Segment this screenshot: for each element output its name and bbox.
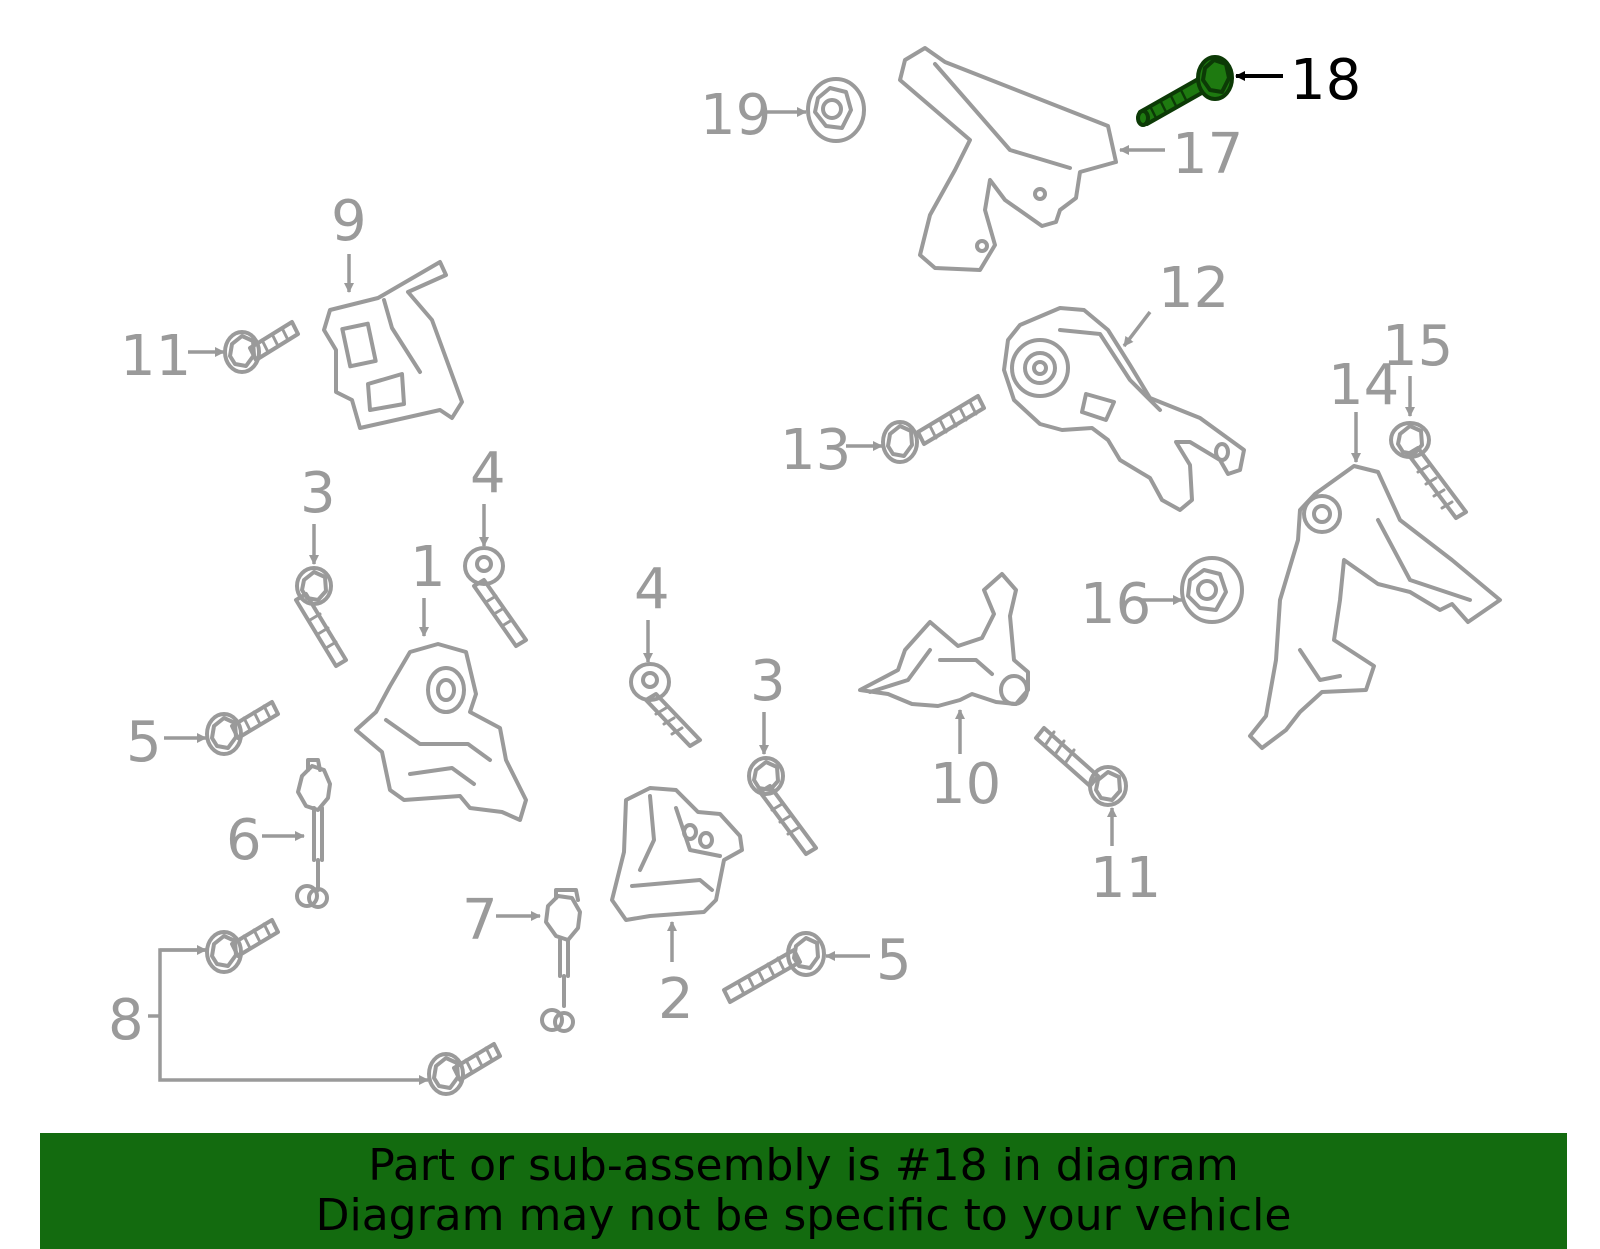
callout-3-left: 3 xyxy=(300,461,336,526)
part-18-bolt[interactable] xyxy=(1136,55,1234,127)
leader-8 xyxy=(148,945,429,1085)
banner-line-1: Part or sub-assembly is #18 in diagram xyxy=(368,1140,1239,1191)
part-15-bolt[interactable] xyxy=(1389,421,1468,520)
part-3-bolt-center[interactable] xyxy=(747,756,818,856)
callout-19: 19 xyxy=(700,83,771,148)
part-8-bolt-lower[interactable] xyxy=(427,1042,502,1096)
part-8-bolt-upper[interactable] xyxy=(205,918,280,974)
callout-7: 7 xyxy=(462,888,498,953)
part-6-link[interactable] xyxy=(295,758,332,909)
part-11-bolt-right[interactable] xyxy=(1034,726,1128,807)
callout-18: 18 xyxy=(1290,48,1361,113)
part-11-bolt-left[interactable] xyxy=(223,320,300,374)
callout-11-right: 11 xyxy=(1090,846,1161,911)
part-10-bracket[interactable] xyxy=(858,572,1030,708)
part-3-bolt-left[interactable] xyxy=(294,566,348,668)
callout-12: 12 xyxy=(1158,256,1229,321)
callout-16: 16 xyxy=(1080,572,1151,637)
callout-17: 17 xyxy=(1172,122,1243,187)
part-12-torque-rod[interactable] xyxy=(1002,306,1246,512)
info-banner: Part or sub-assembly is #18 in diagram D… xyxy=(40,1133,1567,1249)
callout-9: 9 xyxy=(331,189,367,254)
callout-2: 2 xyxy=(658,967,694,1032)
part-4-bolt-center[interactable] xyxy=(629,662,702,748)
callout-1: 1 xyxy=(410,535,446,600)
part-13-bolt[interactable] xyxy=(881,394,986,464)
part-5-bolt-left[interactable] xyxy=(205,700,280,756)
part-9-bracket[interactable] xyxy=(322,260,464,430)
part-17-bracket[interactable] xyxy=(898,46,1118,272)
part-7-link[interactable] xyxy=(540,888,582,1033)
callout-3-center: 3 xyxy=(750,649,786,714)
callout-11-left: 11 xyxy=(120,324,191,389)
part-2-mount[interactable] xyxy=(610,786,744,922)
callout-13: 13 xyxy=(780,418,851,483)
callout-4-center: 4 xyxy=(634,557,670,622)
callout-6: 6 xyxy=(226,808,262,873)
part-4-bolt-left[interactable] xyxy=(463,546,528,648)
banner-line-2: Diagram may not be specific to your vehi… xyxy=(315,1190,1292,1241)
callout-10: 10 xyxy=(930,752,1001,817)
part-19-nut[interactable] xyxy=(806,77,866,143)
leader-12 xyxy=(1122,310,1152,348)
part-16-nut[interactable] xyxy=(1180,556,1244,624)
callout-5-center: 5 xyxy=(876,928,912,993)
callout-4-left: 4 xyxy=(470,441,506,506)
callout-15: 15 xyxy=(1382,314,1453,379)
callout-5-left: 5 xyxy=(126,710,162,775)
callout-8: 8 xyxy=(108,988,144,1053)
callout-14: 14 xyxy=(1328,353,1399,418)
part-5-bolt-center[interactable] xyxy=(722,931,826,1004)
part-14-bracket[interactable] xyxy=(1248,464,1502,750)
part-1-engine-mount[interactable] xyxy=(354,642,528,822)
